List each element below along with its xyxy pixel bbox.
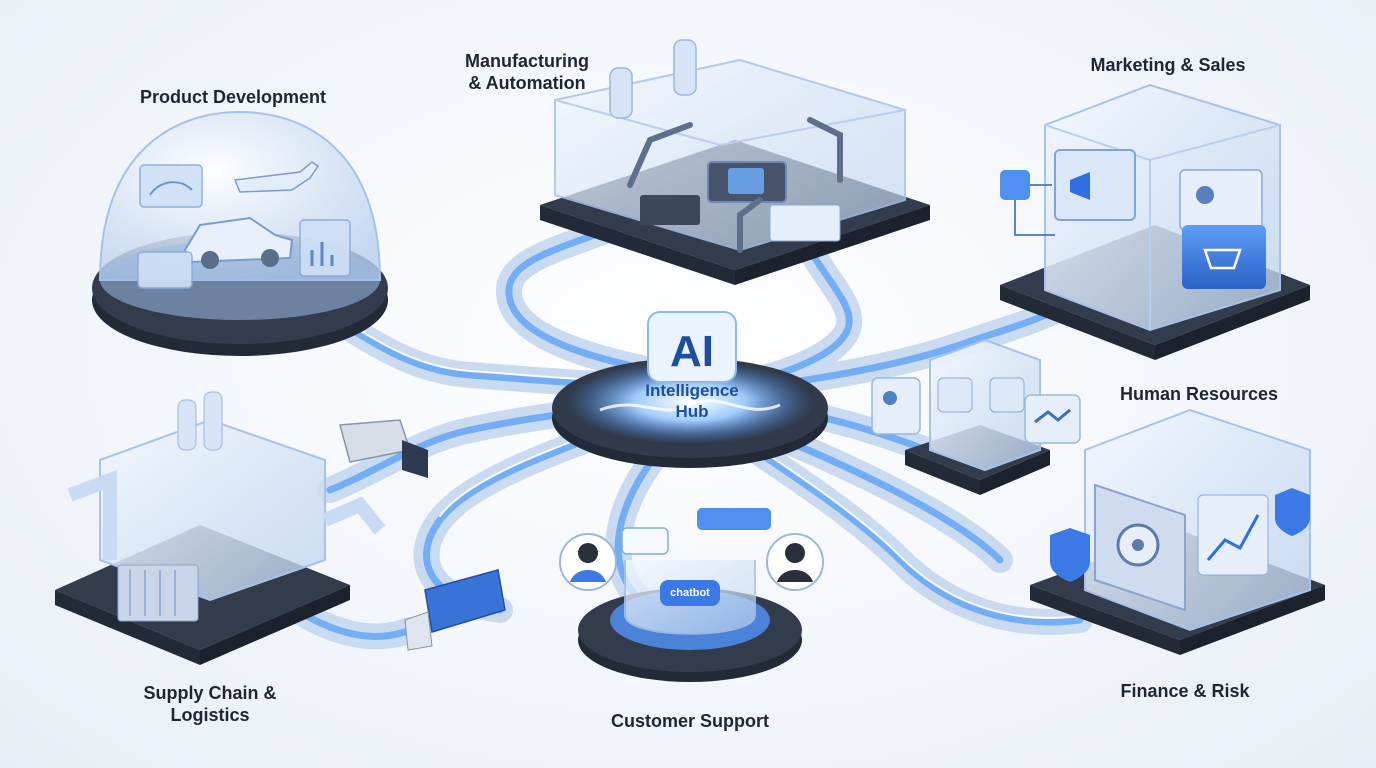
finance-risk-node bbox=[1030, 408, 1325, 655]
product-development-node bbox=[92, 110, 388, 356]
human-resources-label: Human Resources bbox=[1119, 384, 1279, 404]
intelligence-hub bbox=[552, 311, 828, 468]
customer-support-label: Customer Support bbox=[610, 711, 769, 731]
manufacturing-label: Manufacturing & Automation bbox=[465, 51, 589, 93]
hub-subtitle: Intelligence Hub bbox=[645, 381, 739, 421]
chatbot-label: chatbot bbox=[670, 587, 710, 599]
marketing-sales-label: Marketing & Sales bbox=[1090, 55, 1246, 75]
finance-risk-label: Finance & Risk bbox=[1120, 681, 1250, 701]
human-resources-node bbox=[871, 338, 1081, 495]
marketing-sales-node bbox=[1000, 83, 1310, 360]
supply-chain-label: Supply Chain & Logistics bbox=[143, 683, 277, 725]
product-development-label: Product Development bbox=[139, 87, 327, 107]
manufacturing-node bbox=[540, 39, 930, 285]
supply-chain-node bbox=[55, 391, 506, 665]
customer-support-node bbox=[559, 508, 824, 682]
hub-title: AI bbox=[670, 327, 714, 376]
